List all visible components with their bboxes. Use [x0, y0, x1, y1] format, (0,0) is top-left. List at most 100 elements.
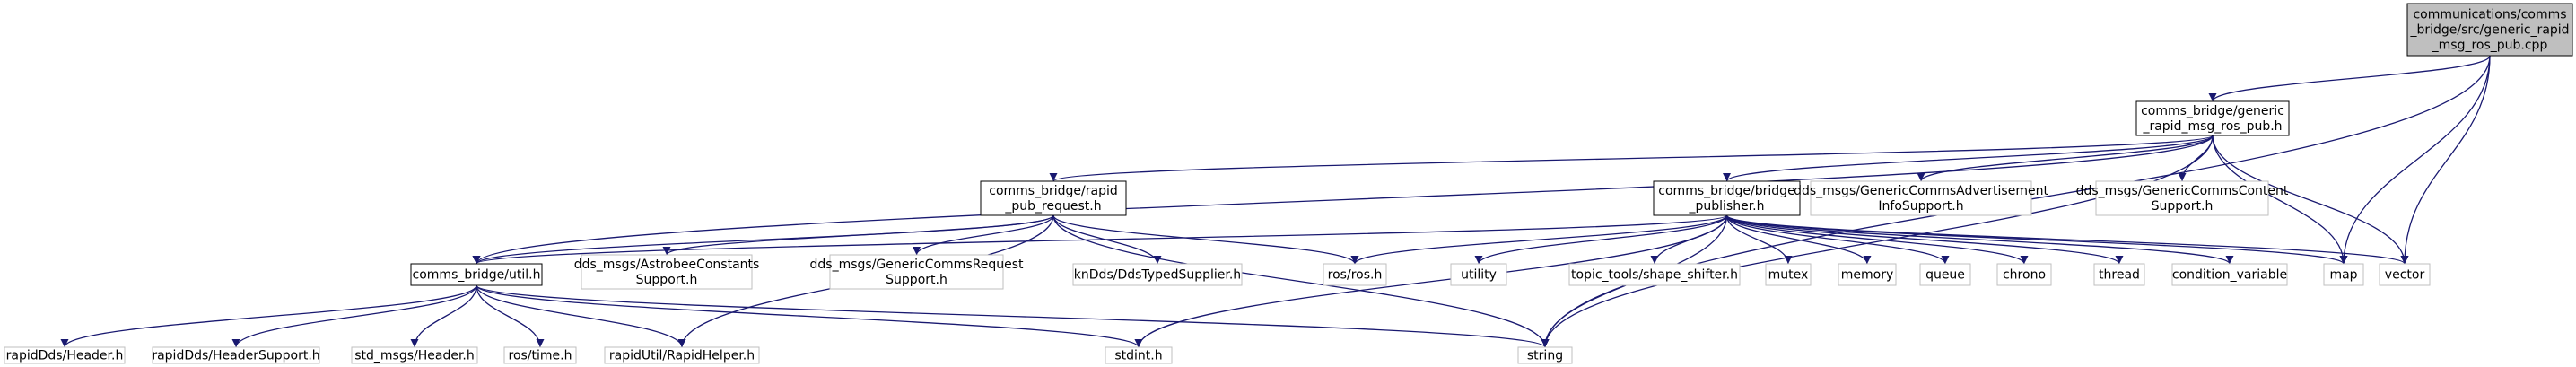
node-box [503, 346, 577, 364]
node-label: Support.h [636, 273, 698, 287]
node-box [2093, 263, 2145, 286]
node-label: _rapid_msg_ros_pub.h [2142, 119, 2282, 134]
edge-bridge-publisher-h-to-utility [1474, 214, 1728, 265]
node-label: Support.h [886, 273, 947, 287]
edge-root-to-map [2339, 55, 2491, 265]
edge-util-h-to-rapid-header-support-h [231, 284, 477, 348]
edge-generic-pub-h-to-string [1541, 135, 2214, 348]
node-adv-info-support-h[interactable]: dds_msgs/GenericCommsAdvertisementInfoSu… [1794, 180, 2048, 216]
edge-util-h-to-ros-time-h [476, 284, 545, 348]
node-box [1105, 346, 1173, 364]
edge-rapid-pub-request-h-to-string [1052, 214, 1550, 348]
node-condition-variable[interactable]: condition_variable [2171, 263, 2288, 286]
node-rapid-header-h[interactable]: rapidDds/Header.h [4, 346, 126, 364]
node-box [2171, 263, 2288, 286]
edge-util-h-to-std-msgs-header-h [410, 284, 477, 348]
node-label: queue [1925, 268, 1965, 283]
node-string[interactable]: string [1517, 346, 1573, 364]
node-label: _pub_request.h [1004, 199, 1101, 214]
node-label: knDds/DdsTypedSupplier.h [1074, 268, 1241, 283]
node-chrono[interactable]: chrono [1996, 263, 2052, 286]
node-box [980, 180, 1127, 216]
edge-generic-pub-h-to-map [2212, 135, 2348, 265]
edge-bridge-publisher-h-to-vector [1725, 214, 2409, 265]
node-box [351, 346, 478, 364]
node-label: ros/time.h [509, 349, 572, 363]
node-label: communications/comms [2413, 8, 2566, 22]
node-vector[interactable]: vector [2379, 263, 2431, 286]
node-label: utility [1461, 268, 1497, 283]
node-label: _msg_ros_pub.cpp [2432, 39, 2548, 53]
node-box [2135, 100, 2290, 136]
node-box [1810, 180, 2032, 216]
node-thread[interactable]: thread [2093, 263, 2145, 286]
edge-root-to-vector [2400, 55, 2491, 265]
node-label: memory [1841, 268, 1894, 283]
edge-rapid-pub-request-h-to-ros-h [1052, 214, 1359, 265]
node-stdint-h[interactable]: stdint.h [1105, 346, 1173, 364]
edge-bridge-publisher-h-to-stdint-h [1134, 214, 1728, 348]
edges-layer [60, 55, 2491, 348]
node-box [1450, 263, 1507, 286]
node-label: _bridge/src/generic_rapid [2409, 23, 2569, 38]
node-box [1568, 263, 1741, 286]
node-label: map [2329, 268, 2357, 283]
node-ros-time-h[interactable]: ros/time.h [503, 346, 577, 364]
node-box [1653, 180, 1801, 216]
node-ros-h[interactable]: ros/ros.h [1323, 263, 1387, 286]
node-box [152, 346, 320, 364]
node-label: InfoSupport.h [1878, 199, 1963, 214]
node-label: _publisher.h [1689, 199, 1765, 214]
node-std-msgs-header-h[interactable]: std_msgs/Header.h [351, 346, 478, 364]
edge-bridge-publisher-h-to-ros-h [1350, 214, 1728, 265]
edge-util-h-to-stdint-h [476, 284, 1143, 348]
node-queue[interactable]: queue [1919, 263, 1971, 286]
node-dds-typed-supplier-h[interactable]: knDds/DdsTypedSupplier.h [1072, 263, 1243, 286]
node-shape-shifter-h[interactable]: topic_tools/shape_shifter.h [1568, 263, 1741, 286]
node-rapid-header-support-h[interactable]: rapidDds/HeaderSupport.h [152, 346, 320, 364]
node-label: comms_bridge/bridge [1658, 184, 1794, 198]
node-memory[interactable]: memory [1838, 263, 1897, 286]
node-label: thread [2099, 268, 2140, 283]
node-label: dds_msgs/GenericCommsContent [2076, 184, 2289, 198]
node-box [1919, 263, 1971, 286]
node-label: Support.h [2152, 199, 2214, 214]
edge-bridge-publisher-h-to-util-h [473, 214, 1728, 265]
node-label: mutex [1768, 268, 1809, 283]
edge-rapid-pub-request-h-to-astrobee-constants-h [662, 214, 1054, 256]
node-box [1323, 263, 1387, 286]
node-box [604, 346, 760, 364]
node-box [2379, 263, 2431, 286]
node-label: string [1527, 349, 1563, 363]
node-generic-pub-h[interactable]: comms_bridge/generic_rapid_msg_ros_pub.h [2135, 100, 2290, 136]
node-bridge-publisher-h[interactable]: comms_bridge/bridge_publisher.h [1653, 180, 1801, 216]
edge-root-to-generic-pub-h [2208, 55, 2491, 102]
edge-bridge-publisher-h-to-queue [1725, 214, 1950, 265]
node-box [1765, 263, 1812, 286]
edge-generic-pub-h-to-util-h [472, 135, 2214, 265]
node-rapid-pub-request-h[interactable]: comms_bridge/rapid_pub_request.h [980, 180, 1127, 216]
node-rapid-helper-h[interactable]: rapidUtil/RapidHelper.h [604, 346, 760, 364]
edge-bridge-publisher-h-to-memory [1725, 214, 1872, 265]
node-box [2406, 3, 2573, 57]
edge-bridge-publisher-h-to-thread [1725, 214, 2124, 265]
node-label: rapidUtil/RapidHelper.h [609, 349, 755, 363]
node-label: ros/ros.h [1328, 268, 1383, 283]
edge-util-h-to-rapid-header-h [60, 284, 477, 348]
node-map[interactable]: map [2323, 263, 2364, 286]
edge-util-h-to-string [476, 284, 1550, 348]
node-root: communications/comms_bridge/src/generic_… [2406, 3, 2573, 57]
edge-generic-pub-h-to-bridge-publisher-h [1723, 135, 2214, 182]
node-util-h[interactable]: comms_bridge/util.h [410, 263, 543, 286]
node-label: comms_bridge/rapid [989, 184, 1117, 198]
node-utility[interactable]: utility [1450, 263, 1507, 286]
node-box [410, 263, 543, 286]
node-mutex[interactable]: mutex [1765, 263, 1812, 286]
edge-rapid-pub-request-h-to-request-support-h [913, 214, 1054, 256]
node-box [1517, 346, 1573, 364]
node-label: comms_bridge/util.h [413, 268, 541, 283]
